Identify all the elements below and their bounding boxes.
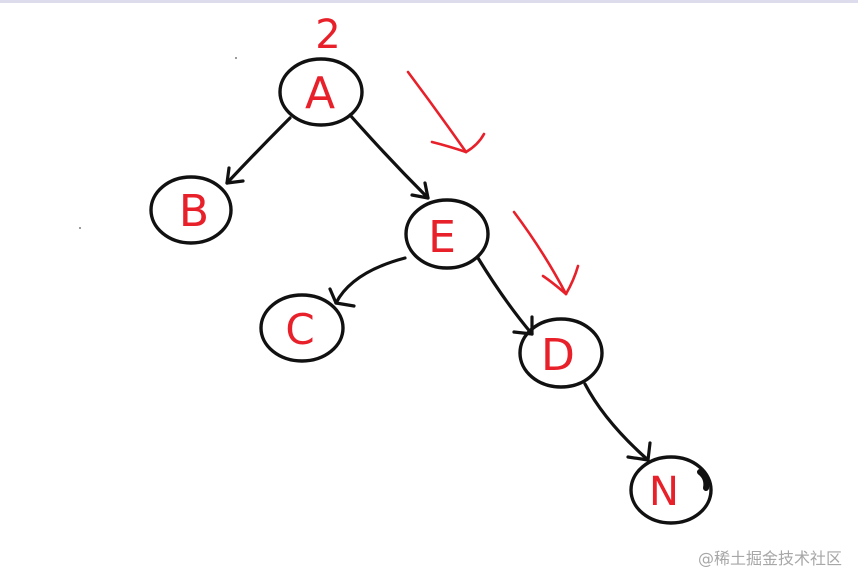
edge-d-n: [583, 382, 652, 462]
node-c-circle: [259, 293, 345, 363]
edge-a-e: [348, 113, 430, 200]
step-number: 2: [315, 12, 340, 58]
node-e: E: [404, 198, 490, 270]
node-e-label: E: [428, 212, 456, 263]
speck: [235, 57, 237, 59]
node-d-circle: [518, 317, 604, 389]
node-n-circle: [629, 455, 713, 525]
annotation-arrows: [406, 70, 580, 296]
node-a-label: A: [305, 68, 335, 119]
down-right-arrow-icon: [406, 70, 486, 154]
watermark: @稀土掘金技术社区: [697, 549, 842, 568]
node-a-circle: [278, 57, 364, 127]
node-c-label: C: [285, 305, 314, 354]
edge-a-b: [225, 116, 292, 185]
node-b: B: [149, 175, 233, 245]
node-b-circle: [149, 175, 233, 245]
speck: [79, 227, 81, 229]
top-border: [0, 0, 858, 3]
node-a: A: [278, 57, 364, 127]
node-n-label: N: [649, 469, 679, 515]
edge-e-d: [476, 256, 534, 336]
ink-blot-icon: [697, 469, 710, 491]
down-right-arrow-icon: [512, 210, 580, 296]
node-n: N: [629, 455, 713, 525]
node-b-label: B: [179, 186, 209, 237]
edge-e-c: [328, 256, 407, 308]
edges: [225, 113, 652, 462]
node-e-circle: [404, 198, 490, 270]
node-d: D: [518, 317, 604, 389]
node-d-label: D: [541, 330, 575, 381]
node-c: C: [259, 293, 345, 363]
